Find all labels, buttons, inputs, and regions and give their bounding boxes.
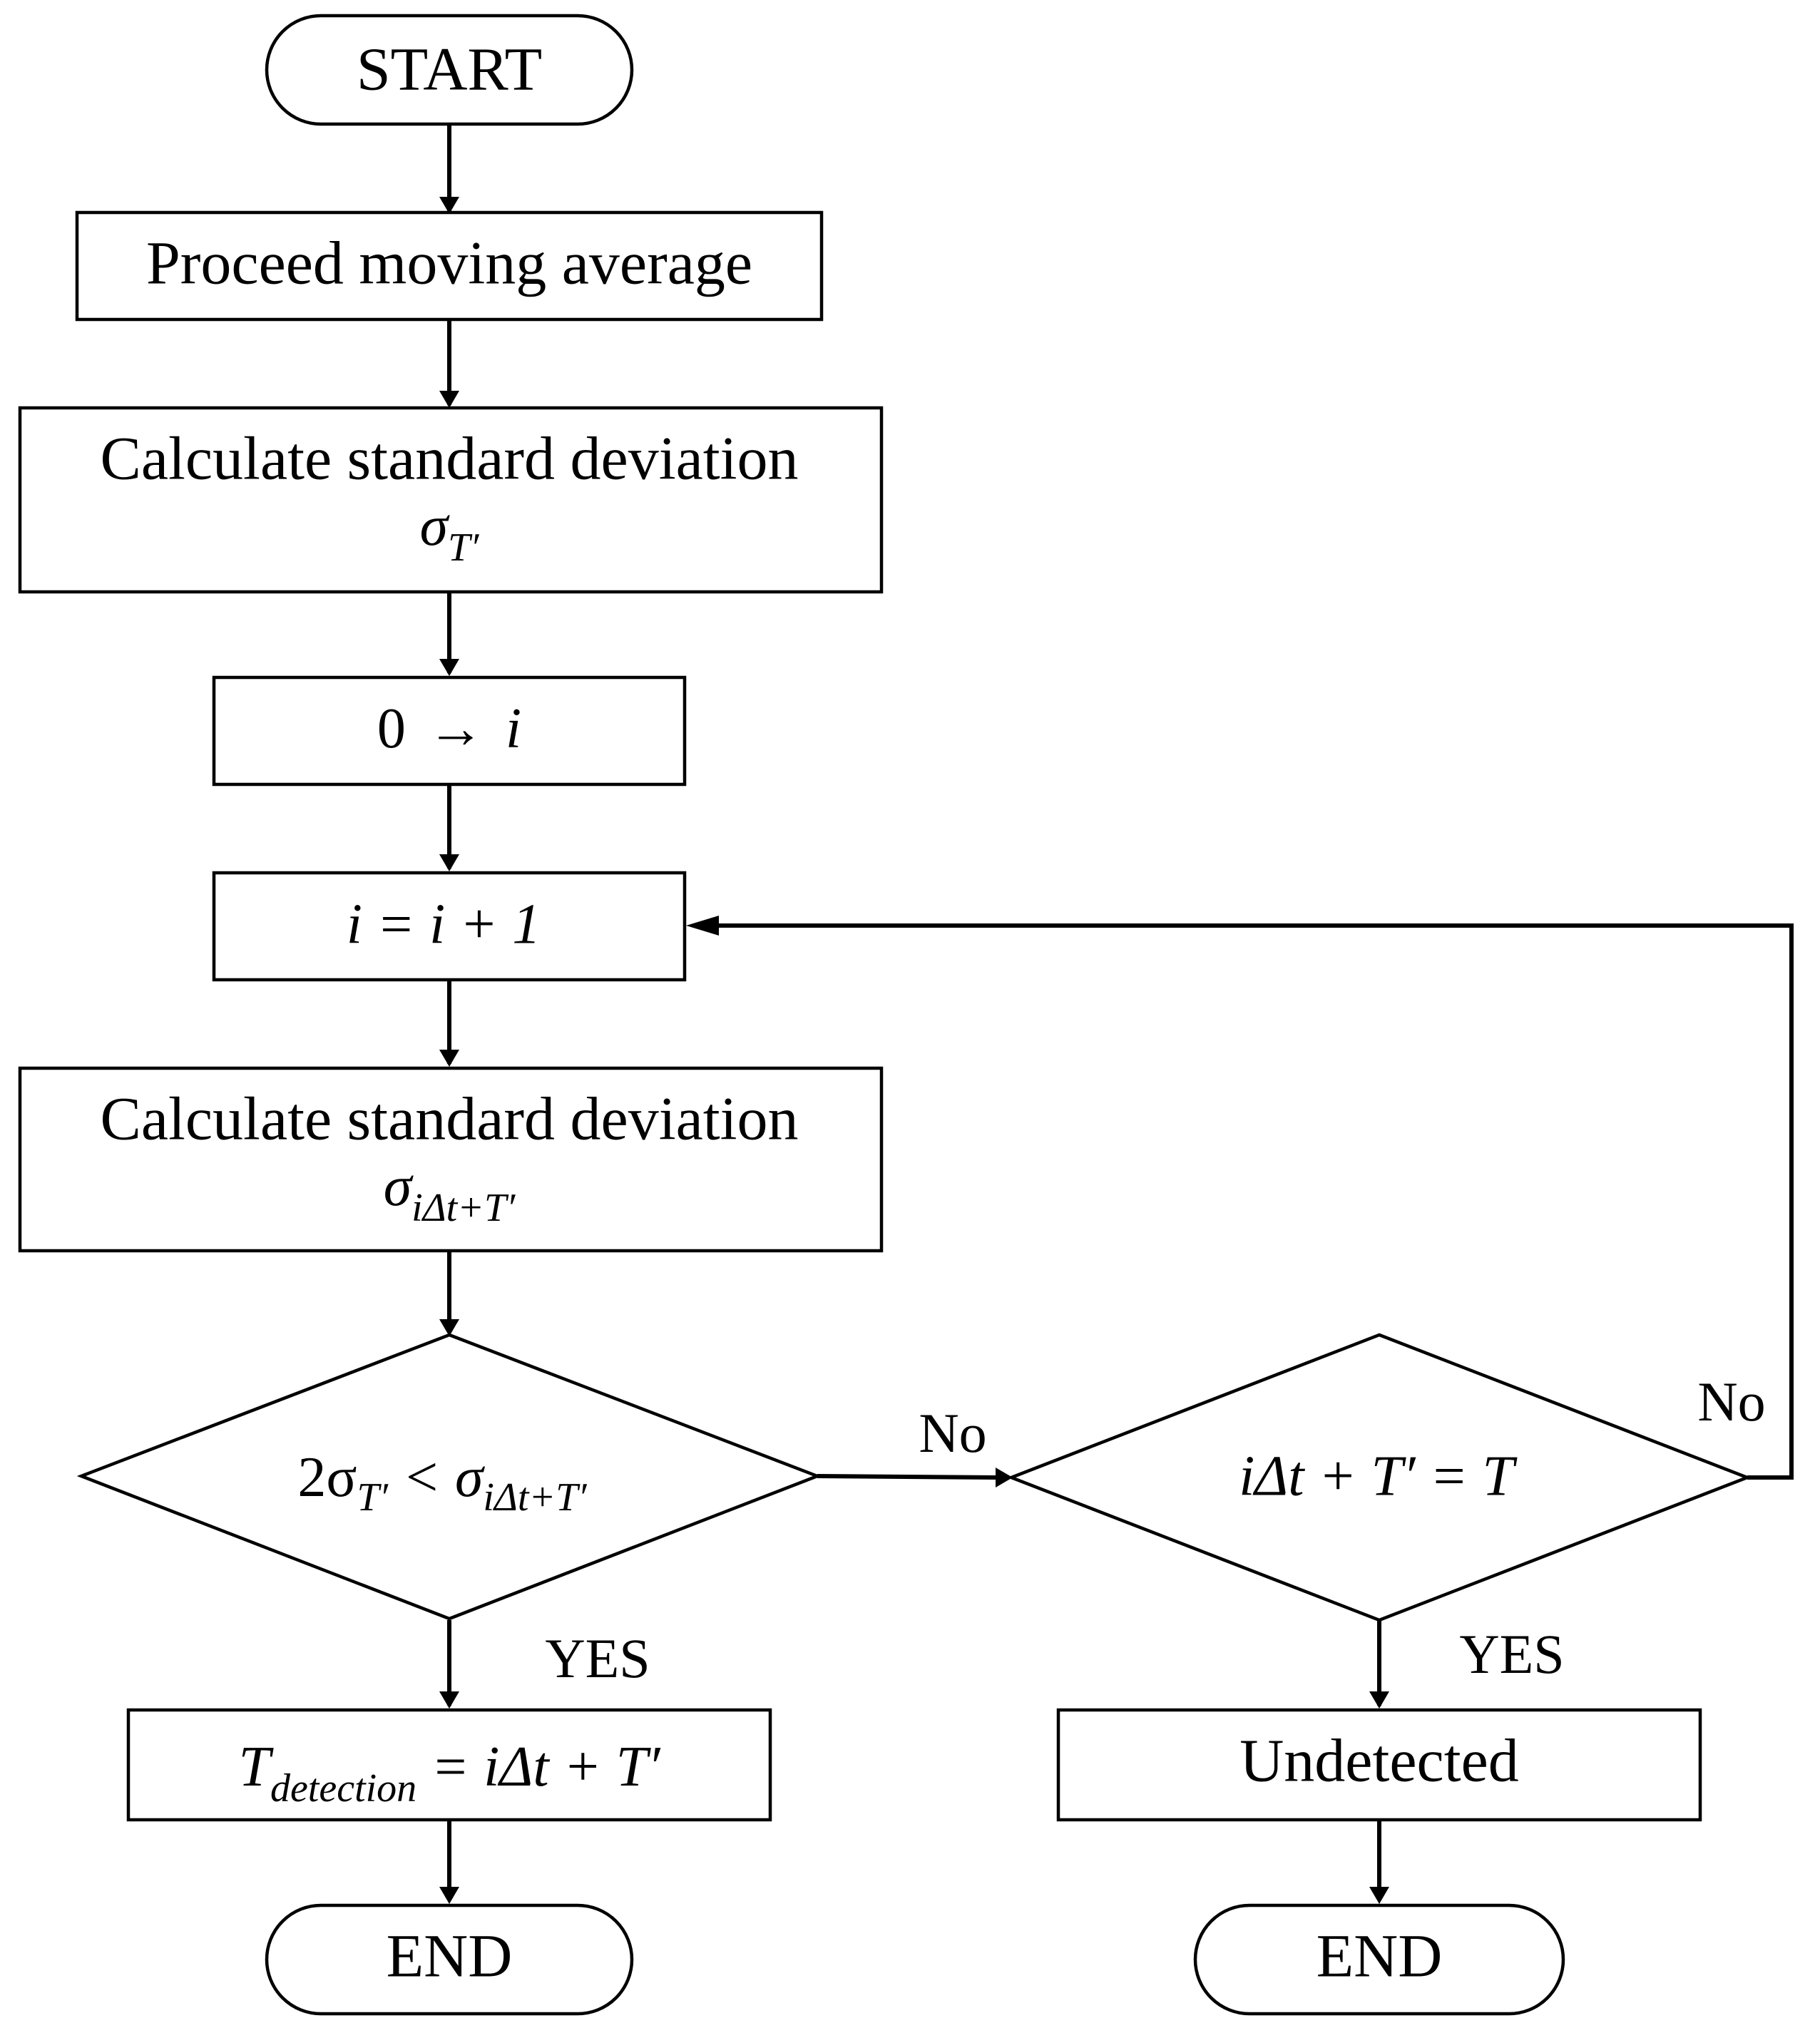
decision-1-op: < σ <box>388 1446 485 1509</box>
arrowhead <box>439 1050 459 1067</box>
edge-decision-2-loop-to-increment <box>703 923 1794 1480</box>
edge-label-decision-1-no: No <box>919 1402 986 1464</box>
end-terminal-left: END <box>265 1903 634 2016</box>
edge-label-decision-1-yes: YES <box>545 1627 650 1689</box>
decision-end-of-signal: iΔt + T′ = T <box>1006 1333 1752 1622</box>
sigma-symbol: σ <box>384 1155 414 1218</box>
calc-std-1-label: Calculate standard deviation <box>100 424 798 493</box>
calc-std-2-symbol: σiΔt+T′ <box>384 1155 516 1230</box>
arrowhead <box>1369 1691 1389 1709</box>
process-undetected: Undetected <box>1056 1708 1702 1822</box>
end-left-label: END <box>387 1922 513 1990</box>
undetected-label: Undetected <box>1239 1726 1519 1795</box>
init-i-lhs: 0 <box>377 697 406 760</box>
sigma-subscript: T′ <box>448 526 479 570</box>
init-i-expression: 0 → i <box>377 697 521 760</box>
arrowhead <box>439 1319 459 1336</box>
process-init-i: 0 → i <box>212 675 687 787</box>
decision-2-expression: iΔt + T′ = T <box>1239 1445 1518 1507</box>
end-terminal-right: END <box>1193 1903 1565 2016</box>
moving-average-label: Proceed moving average <box>146 229 752 297</box>
arrowhead <box>439 854 459 871</box>
arrowhead <box>686 916 719 936</box>
decision-1-sub1: T′ <box>357 1475 389 1520</box>
connectors <box>439 124 1794 1904</box>
process-moving-average: Proceed moving average <box>75 210 824 322</box>
detection-subscript: detection <box>270 1766 416 1811</box>
end-right-label: END <box>1317 1922 1443 1990</box>
decision-1-coef: 2σ <box>297 1446 357 1509</box>
decision-1-sub2: iΔt+T′ <box>483 1475 587 1520</box>
arrowhead <box>996 1468 1013 1487</box>
process-calc-std-1: Calculate standard deviation σT′ <box>18 406 884 594</box>
start-label: START <box>357 35 542 103</box>
calc-std-1-symbol: σT′ <box>420 495 480 570</box>
init-i-arrow: → <box>427 697 484 760</box>
arrowhead <box>439 1887 459 1904</box>
edge-decision-1-to-decision-2 <box>817 1474 999 1480</box>
sigma-subscript: iΔt+T′ <box>411 1186 516 1230</box>
detection-main: T <box>238 1736 274 1798</box>
arrowhead <box>439 391 459 408</box>
decision-threshold: 2σT′ < σiΔt+T′ <box>76 1333 822 1621</box>
calc-std-2-label: Calculate standard deviation <box>100 1085 798 1153</box>
process-calc-std-2: Calculate standard deviation σiΔt+T′ <box>18 1066 884 1253</box>
arrowhead <box>439 1691 459 1709</box>
init-i-rhs: i <box>506 697 521 760</box>
start-terminal: START <box>265 14 634 126</box>
detection-expression: Tdetection = iΔt + T′ <box>238 1736 661 1811</box>
sigma-symbol: σ <box>420 495 450 558</box>
arrowhead <box>439 659 459 676</box>
arrowhead <box>1369 1887 1389 1904</box>
arrowhead <box>439 197 459 214</box>
decision-1-expression: 2σT′ < σiΔt+T′ <box>297 1446 587 1520</box>
edge-label-decision-2-no: No <box>1697 1371 1765 1433</box>
increment-expression: i = i + 1 <box>347 893 541 956</box>
edge-label-decision-2-yes: YES <box>1459 1623 1564 1685</box>
detection-rhs: = iΔt + T′ <box>416 1736 661 1798</box>
process-detection: Tdetection = iΔt + T′ <box>126 1708 772 1822</box>
process-increment: i = i + 1 <box>212 871 687 982</box>
